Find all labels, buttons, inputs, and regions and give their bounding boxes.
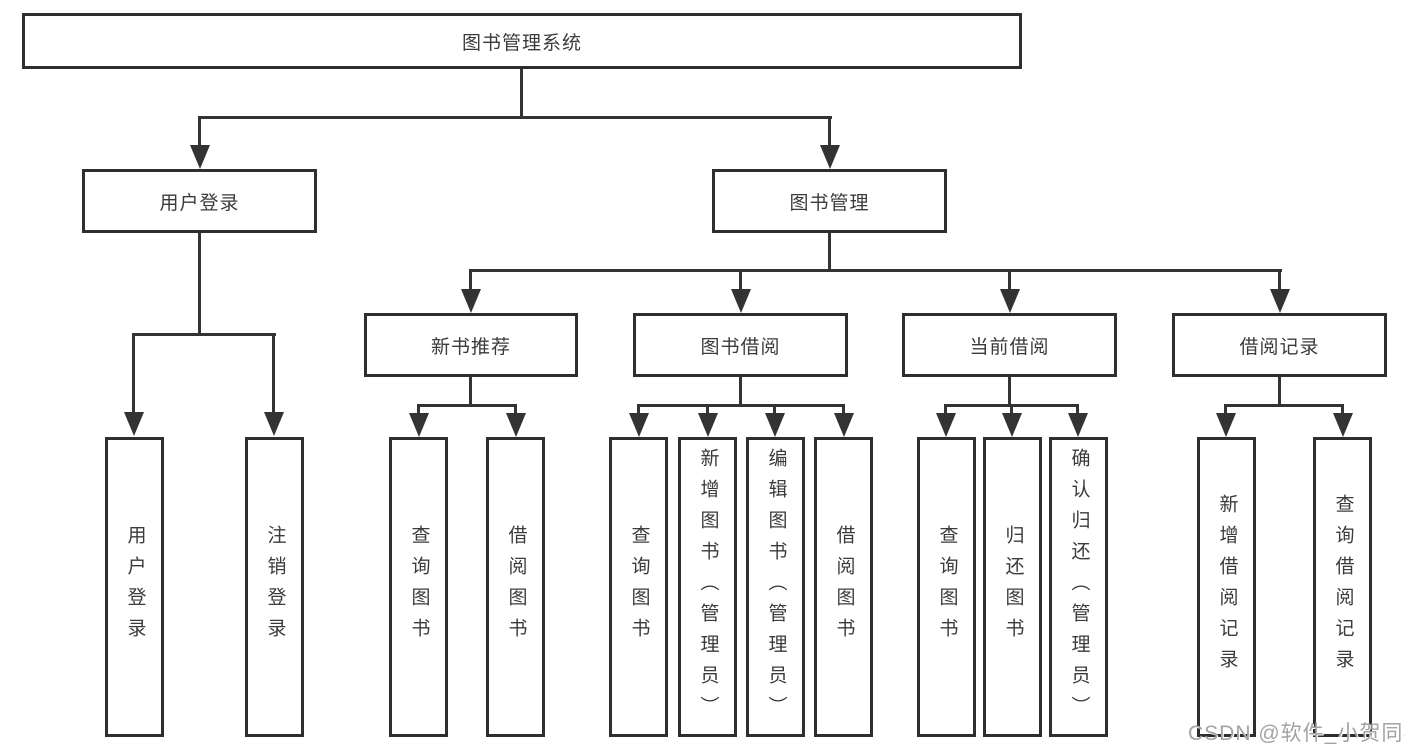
arrowhead-logout <box>264 412 284 436</box>
leaf-label: 新增图书（管理员） <box>697 447 719 727</box>
leaf-label: 新增借阅记录 <box>1216 494 1238 680</box>
leaf-label: 查询借阅记录 <box>1332 494 1354 680</box>
connector-leaf-drop <box>706 404 709 416</box>
arrowhead-new-book-rec <box>461 289 481 313</box>
node-borrowing-records: 借阅记录 <box>1172 313 1387 377</box>
leaf-label: 查询图书 <box>936 525 958 649</box>
node-book-borrowing: 图书借阅 <box>633 313 848 377</box>
connector-new-book-stem <box>469 377 472 406</box>
connector-leaf-drop <box>1224 404 1227 416</box>
leaf-label: 借阅图书 <box>833 525 855 649</box>
leaf-label: 借阅图书 <box>505 525 527 649</box>
connector-book-borrow-drop <box>739 269 742 291</box>
arrowhead-leaf <box>1333 413 1353 437</box>
leaf-add-borrow-record: 新增借阅记录 <box>1197 437 1256 737</box>
arrowhead-book-borrow <box>731 289 751 313</box>
arrowhead-borrow-record <box>1270 289 1290 313</box>
arrowhead-user-login <box>190 145 210 169</box>
connector-current-borrow-drop <box>1008 269 1011 291</box>
connector-book-borrow-rail <box>637 404 845 407</box>
connector-user-login-drop <box>198 116 201 148</box>
connector-leaf-drop <box>514 404 517 416</box>
connector-leaf-drop <box>773 404 776 416</box>
leaf-label: 用户登录 <box>124 525 146 649</box>
arrowhead-leaf <box>834 413 854 437</box>
leaf-add-books-admin: 新增图书（管理员） <box>678 437 737 737</box>
leaf-edit-books-admin: 编辑图书（管理员） <box>746 437 805 737</box>
arrowhead-leaf <box>1002 413 1022 437</box>
leaf-query-books-rec: 查询图书 <box>389 437 448 737</box>
connector-user-login-rail <box>133 333 276 336</box>
arrowhead-leaf <box>506 413 526 437</box>
leaf-borrow-books: 借阅图书 <box>814 437 873 737</box>
arrowhead-leaf <box>765 413 785 437</box>
connector-leaf-drop <box>1341 404 1344 416</box>
arrowhead-leaf <box>629 413 649 437</box>
connector-book-borrow-stem <box>739 377 742 406</box>
leaf-label: 查询图书 <box>628 525 650 649</box>
leaf-user-login: 用户登录 <box>105 437 164 737</box>
arrowhead-login <box>124 412 144 436</box>
arrowhead-book-mgmt <box>820 145 840 169</box>
connector-level2-rail <box>198 116 832 119</box>
node-book-management: 图书管理 <box>712 169 947 233</box>
leaf-borrow-books-rec: 借阅图书 <box>486 437 545 737</box>
arrowhead-leaf <box>1068 413 1088 437</box>
connector-leaf-drop <box>417 404 420 416</box>
csdn-watermark: CSDN @软件_小贺同学 <box>1188 722 1405 745</box>
leaf-logout: 注销登录 <box>245 437 304 737</box>
connector-root-stem <box>520 69 523 117</box>
connector-borrow-record-rail <box>1224 404 1344 407</box>
node-user-login: 用户登录 <box>82 169 317 233</box>
leaf-query-books-borrow: 查询图书 <box>609 437 668 737</box>
leaf-confirm-return-admin: 确认归还（管理员） <box>1049 437 1108 737</box>
leaf-return-books: 归还图书 <box>983 437 1042 737</box>
leaf-query-borrow-record: 查询借阅记录 <box>1313 437 1372 737</box>
connector-leaf-drop <box>944 404 947 416</box>
connector-borrow-record-stem <box>1278 377 1281 406</box>
arrowhead-current-borrow <box>1000 289 1020 313</box>
connector-user-login-stem <box>198 233 201 335</box>
arrowhead-leaf <box>1216 413 1236 437</box>
connector-leaf-drop <box>842 404 845 416</box>
leaf-label: 编辑图书（管理员） <box>765 447 787 727</box>
connector-book-mgmt-stem <box>828 233 831 271</box>
connector-leaf-drop <box>637 404 640 416</box>
leaf-label: 注销登录 <box>264 525 286 649</box>
leaf-label: 查询图书 <box>408 525 430 649</box>
leaf-query-books-current: 查询图书 <box>917 437 976 737</box>
connector-borrow-record-drop <box>1278 269 1281 291</box>
connector-leaf-drop <box>1076 404 1079 416</box>
connector-book-mgmt-drop <box>828 116 831 148</box>
connector-current-borrow-stem <box>1008 377 1011 406</box>
node-new-book-recommendation: 新书推荐 <box>364 313 578 377</box>
node-current-borrowing: 当前借阅 <box>902 313 1117 377</box>
connector-login-drop <box>132 333 135 413</box>
arrowhead-leaf <box>698 413 718 437</box>
arrowhead-leaf <box>936 413 956 437</box>
connector-level3-rail <box>469 269 1282 272</box>
node-library-management-system: 图书管理系统 <box>22 13 1022 69</box>
leaf-label: 确认归还（管理员） <box>1068 447 1090 727</box>
connector-new-book-rail <box>418 404 517 407</box>
connector-leaf-drop <box>1010 404 1013 416</box>
connector-new-book-drop <box>469 269 472 291</box>
leaf-label: 归还图书 <box>1002 525 1024 649</box>
arrowhead-leaf <box>409 413 429 437</box>
connector-logout-drop <box>272 333 275 413</box>
